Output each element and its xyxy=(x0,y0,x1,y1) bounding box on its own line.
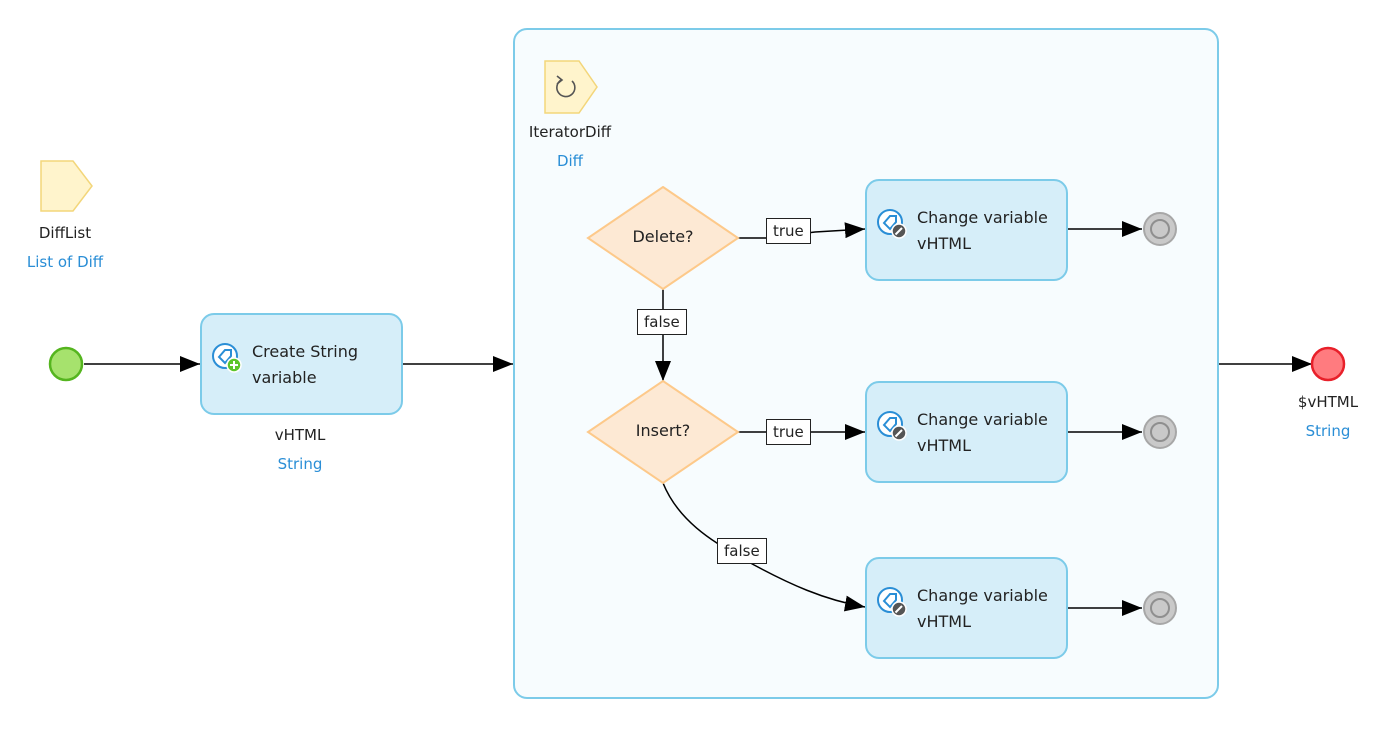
create-activity-line1: Create String xyxy=(252,342,358,361)
iterator-icon[interactable] xyxy=(544,60,600,116)
parameter-icon[interactable] xyxy=(40,160,94,214)
change-activity-3-line1: Change variable xyxy=(917,586,1048,605)
create-variable-name: vHTML xyxy=(274,426,326,444)
condition-insert-false[interactable]: false xyxy=(717,538,767,564)
change-activity-2-line1: Change variable xyxy=(917,410,1048,429)
continue-event-3[interactable] xyxy=(1142,590,1180,628)
start-event[interactable] xyxy=(48,346,86,384)
end-event[interactable] xyxy=(1310,346,1348,384)
condition-delete-true[interactable]: true xyxy=(766,218,811,244)
end-event-return-type: String xyxy=(1305,422,1351,440)
change-activity-2-line2: vHTML xyxy=(917,436,971,455)
condition-insert-true[interactable]: true xyxy=(766,419,811,445)
decision-delete-diamond[interactable] xyxy=(586,186,740,290)
create-variable-activity[interactable]: Create String variable xyxy=(200,313,403,415)
parameter-name: DiffList xyxy=(38,224,92,242)
create-variable-type: String xyxy=(277,455,323,473)
create-activity-line2: variable xyxy=(252,368,317,387)
change-activity-1-line2: vHTML xyxy=(917,234,971,253)
change-variable-activity-1[interactable]: Change variable vHTML xyxy=(865,179,1068,281)
change-activity-3-line2: vHTML xyxy=(917,612,971,631)
condition-delete-false[interactable]: false xyxy=(637,309,687,335)
change-variable-activity-2[interactable]: Change variable vHTML xyxy=(865,381,1068,483)
end-event-return-value: $vHTML xyxy=(1297,393,1359,411)
create-variable-icon xyxy=(212,343,242,373)
continue-event-1[interactable] xyxy=(1142,211,1180,249)
decision-insert-label: Insert? xyxy=(635,421,691,440)
change-variable-activity-3[interactable]: Change variable vHTML xyxy=(865,557,1068,659)
change-activity-1-line1: Change variable xyxy=(917,208,1048,227)
decision-delete-label: Delete? xyxy=(632,227,694,246)
iterator-name: IteratorDiff xyxy=(528,123,612,141)
change-variable-icon xyxy=(877,209,907,239)
change-variable-icon xyxy=(877,411,907,441)
continue-event-2[interactable] xyxy=(1142,414,1180,452)
iterator-type: Diff xyxy=(556,152,584,170)
decision-insert-diamond[interactable] xyxy=(586,380,740,484)
parameter-type: List of Diff xyxy=(26,253,104,271)
change-variable-icon xyxy=(877,587,907,617)
